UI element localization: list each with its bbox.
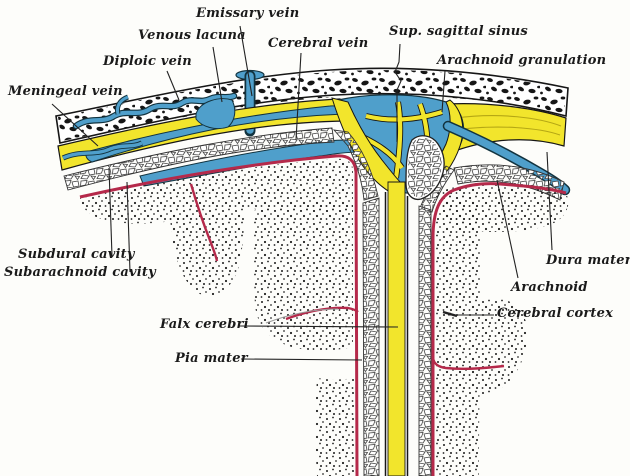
label-arachnoid-granulation: Arachnoid granulation (437, 53, 607, 68)
arachnoid-granulation-mesh (408, 138, 442, 198)
cortex-right-bump (478, 298, 528, 395)
pia-right-line (431, 182, 567, 476)
label-venous-lacuna: Venous lacuna (138, 28, 246, 43)
label-meningeal-vein: Meningeal vein (8, 84, 123, 99)
arachnoid-layer (63, 127, 565, 476)
leader-cerebral-cortex-tick (442, 310, 458, 318)
dura-fibre-streaks (452, 115, 562, 136)
pia-left-line (79, 154, 359, 476)
leader-subarachnoid-cavity (126, 181, 131, 273)
label-pia-mater: Pia mater (175, 351, 248, 366)
pia-mater-layer (79, 154, 567, 476)
label-emissary-vein: Emissary vein (196, 6, 300, 21)
diploe-speckle (58, 70, 566, 141)
leader-falx-cerebri (238, 325, 399, 328)
falx-stem (387, 181, 406, 476)
label-sup-sagittal-sinus: Sup. sagittal sinus (389, 24, 528, 39)
leader-diploic-vein (166, 70, 180, 101)
label-cerebral-vein: Cerebral vein (268, 36, 369, 51)
label-cerebral-cortex: Cerebral cortex (497, 306, 614, 321)
leader-sup-sagittal-sinus (394, 43, 402, 142)
leader-cerebral-vein (295, 52, 302, 141)
leader-pia-mater (240, 358, 363, 361)
leader-venous-lacuna (212, 46, 223, 103)
leader-arachnoid-granulation (441, 70, 446, 113)
thin-gray-vessel (265, 308, 339, 324)
cortex-left-gyrus (170, 214, 244, 296)
leader-lines (51, 25, 553, 361)
leader-emissary-vein (239, 25, 253, 97)
cortex-left-medial (253, 204, 353, 351)
leader-subdural-cavity (108, 167, 113, 257)
arachnoid-left-band (63, 127, 335, 191)
leader-dura-mater (546, 151, 553, 251)
cortex-left-bottom-strip (315, 378, 354, 476)
label-arachnoid: Arachnoid (511, 280, 588, 295)
label-diploic-vein: Diploic vein (103, 54, 192, 69)
label-subdural-cavity: Subdural cavity (18, 247, 135, 262)
label-falx-cerebri: Falx cerebri (160, 317, 249, 332)
falx-outline-lines (384, 192, 409, 476)
venous-lacuna-dome (195, 98, 236, 130)
cerebral-cortex-regions (80, 158, 569, 476)
leader-arachnoid (496, 179, 519, 279)
meningeal-vein-vessel (62, 141, 143, 160)
cortical-vessel-medial (285, 306, 359, 321)
arachnoid-falx-right (418, 205, 432, 476)
label-subarachnoid-cavity: Subarachnoid cavity (4, 265, 156, 280)
sinus-trabeculae (350, 101, 443, 179)
cortical-vessel-left (189, 183, 219, 262)
label-dura-mater: Dura mater (546, 253, 630, 268)
diploic-vein-vessel (72, 92, 238, 130)
cortex-right-column (435, 194, 482, 476)
arachnoid-left-corner (332, 129, 379, 201)
cortical-vessel-right (431, 357, 505, 371)
arachnoid-falx-left (362, 197, 380, 476)
leader-meningeal-vein (51, 103, 99, 147)
